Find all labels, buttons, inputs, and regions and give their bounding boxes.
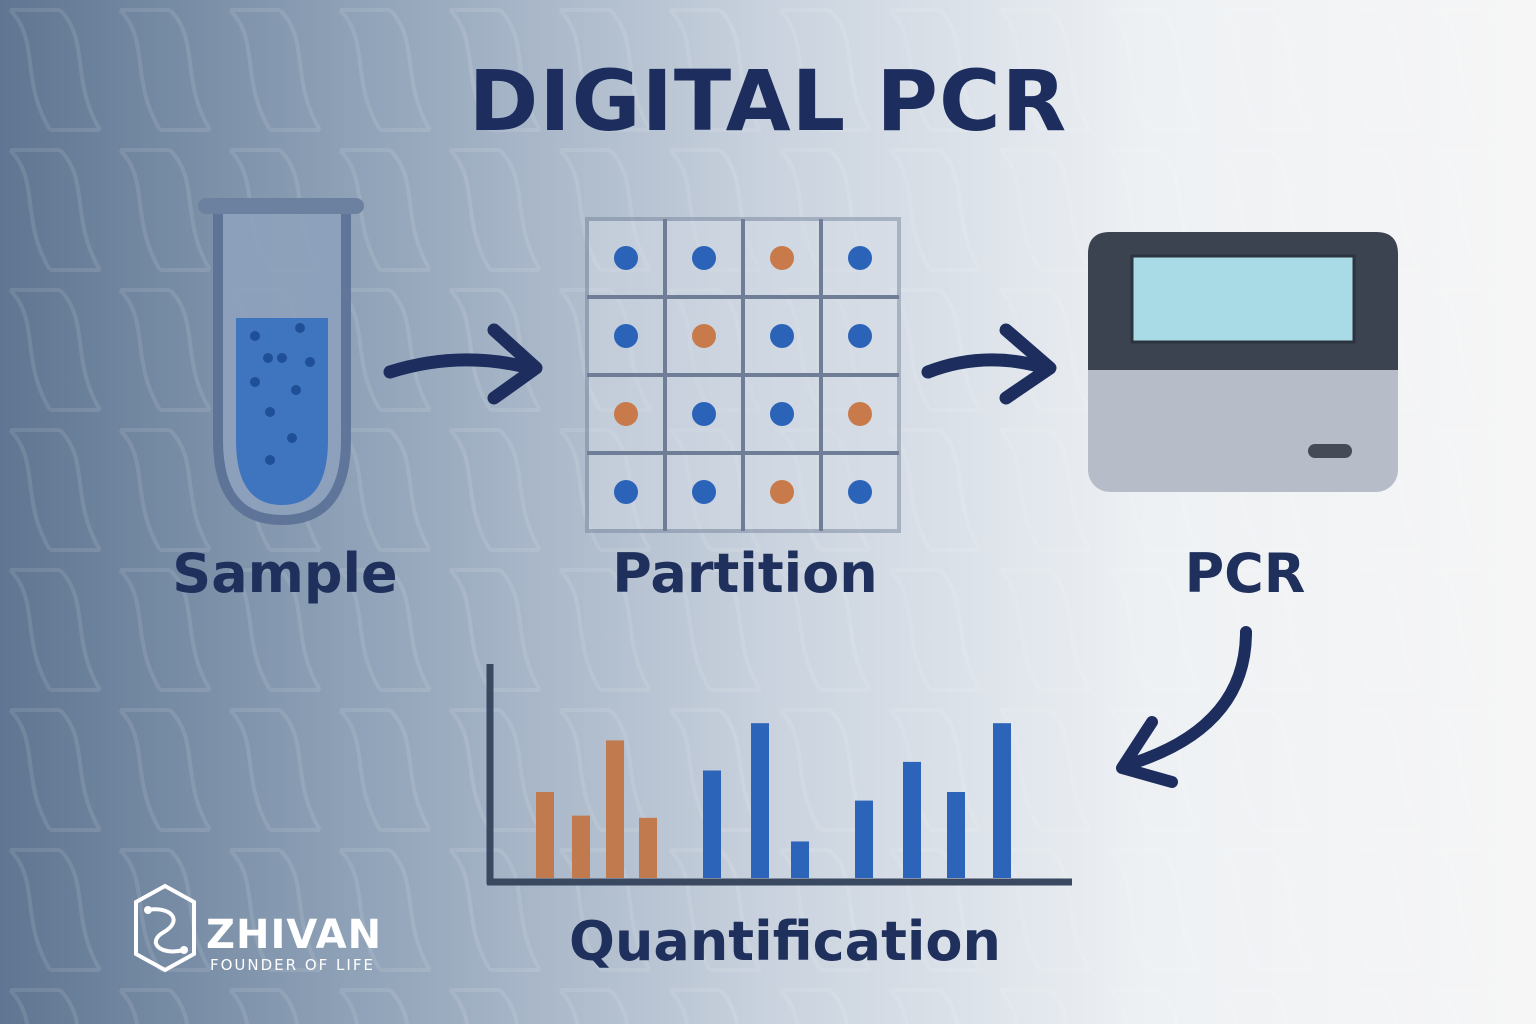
arrow-right-icon xyxy=(383,323,543,405)
quant-bar-blue xyxy=(947,792,965,878)
partition-dot-orange xyxy=(770,246,794,270)
quant-bar-orange xyxy=(639,817,657,878)
curved-arrow-icon xyxy=(1116,626,1252,788)
zhivan-logo-icon xyxy=(134,883,196,973)
step-label-pcr: PCR xyxy=(1184,542,1306,605)
logo-tagline: FOUNDER OF LIFE xyxy=(210,956,375,974)
partition-dot-blue xyxy=(614,480,638,504)
quant-bar-blue xyxy=(791,841,809,878)
partition-dot-orange xyxy=(692,324,716,348)
zhivan-logo: ZHIVAN FOUNDER OF LIFE xyxy=(130,880,390,980)
quant-bar-blue xyxy=(751,723,769,878)
step-label-sample: Sample xyxy=(172,542,398,605)
step-label-quantification: Quantification xyxy=(569,910,1001,973)
quant-bar-blue xyxy=(855,800,873,878)
quant-bar-orange xyxy=(606,740,624,878)
quant-bar-blue xyxy=(903,761,921,878)
partition-dot-orange xyxy=(848,402,872,426)
partition-dot-blue xyxy=(848,246,872,270)
quantification-chart xyxy=(486,664,1072,886)
sample-tube-icon xyxy=(198,198,364,526)
partition-dot-blue xyxy=(848,480,872,504)
step-label-partition: Partition xyxy=(612,542,878,605)
pcr-machine-icon xyxy=(1088,232,1398,492)
partition-dot-blue xyxy=(692,402,716,426)
partition-dot-blue xyxy=(692,246,716,270)
quant-bar-blue xyxy=(703,770,721,878)
partition-dot-blue xyxy=(848,324,872,348)
quant-bar-orange xyxy=(536,792,554,878)
partition-dot-blue xyxy=(614,324,638,348)
logo-name: ZHIVAN xyxy=(206,912,383,958)
partition-dot-orange xyxy=(770,480,794,504)
quant-bar-blue xyxy=(993,723,1011,878)
arrow-right-icon xyxy=(921,323,1057,405)
quant-bar-orange xyxy=(572,815,590,878)
partition-dot-blue xyxy=(770,324,794,348)
partition-dot-blue xyxy=(770,402,794,426)
page-title: DIGITAL PCR xyxy=(468,52,1068,150)
partition-grid xyxy=(585,217,901,533)
partition-dot-orange xyxy=(614,402,638,426)
partition-dot-blue xyxy=(692,480,716,504)
partition-dot-blue xyxy=(614,246,638,270)
